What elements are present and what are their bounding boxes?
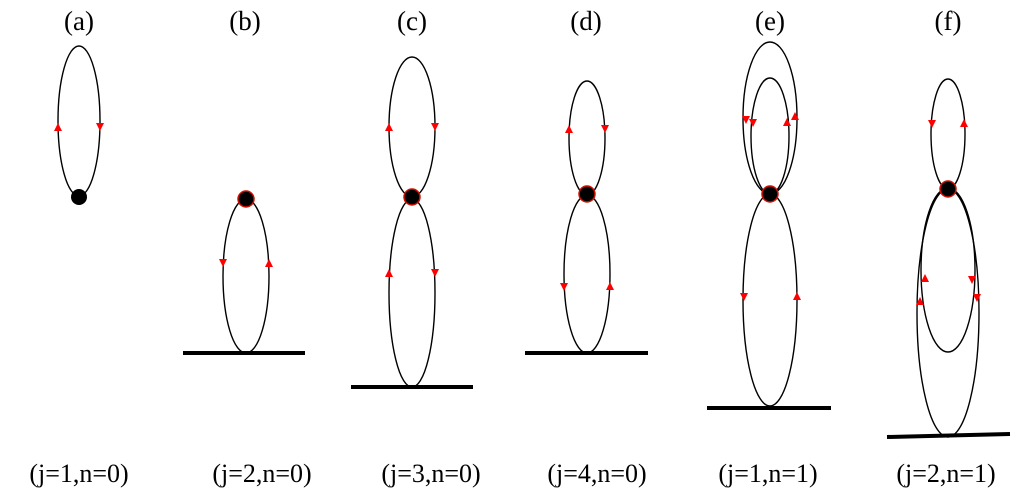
panel-d-node <box>578 185 596 203</box>
panel-a-caption: (j=1,n=0) <box>29 459 128 488</box>
panel-e-lower-arrow-up <box>793 292 801 300</box>
panel-a: (a) (j=1,n=0) <box>29 6 128 488</box>
panel-e-caption: (j=1,n=1) <box>718 459 817 488</box>
panel-a-letter: (a) <box>64 6 94 36</box>
panel-c-letter: (c) <box>397 6 427 36</box>
panel-c-lower-arrow-up <box>385 269 393 277</box>
panel-b-loop <box>222 198 270 354</box>
panel-a-arrow-down <box>96 123 104 131</box>
panel-f-inner-arrow-down <box>968 276 976 284</box>
panel-e-outer-arrow-down <box>742 116 750 124</box>
panel-d-lower-arrow-down <box>560 283 568 291</box>
panel-d-upper-arrow-up <box>565 125 573 133</box>
panel-b-arrow-up <box>265 259 273 267</box>
panel-b-caption: (j=2,n=0) <box>212 459 311 488</box>
panel-e-lower-arrow-down <box>740 293 748 301</box>
panel-e-lower-loop <box>742 193 798 407</box>
panel-c-upper-arrow-down <box>431 123 439 131</box>
panel-f-upper-arrow-down <box>928 120 936 128</box>
panel-f-base <box>886 432 1011 439</box>
panel-a-arrow-up <box>54 123 62 131</box>
panel-a-node <box>71 189 87 205</box>
panel-f-upper-arrow-up <box>960 119 968 127</box>
panel-e-letter: (e) <box>755 6 785 36</box>
panel-f-inner-arrow-up <box>921 274 929 282</box>
panel-c-node <box>403 188 421 206</box>
panel-f-upper-loop <box>930 78 966 190</box>
panel-f-inner-lower-loop <box>920 187 976 353</box>
panel-d-upper-loop <box>568 80 606 196</box>
panel-b: (b) (j=2,n=0) <box>183 6 312 488</box>
panel-e-node <box>761 185 779 203</box>
panel-c-upper-arrow-up <box>385 123 393 131</box>
panel-f-node <box>939 180 957 198</box>
panel-d-letter: (d) <box>570 6 601 36</box>
panel-c-caption: (j=3,n=0) <box>381 459 480 488</box>
panel-e: (e) (j=1,n=1) <box>707 6 831 488</box>
panel-d-lower-loop <box>563 194 611 354</box>
panel-d-upper-arrow-down <box>601 125 609 133</box>
panel-f-outer-lower-loop <box>916 188 980 438</box>
panel-f-outer-arrow-down <box>973 294 981 302</box>
panel-e-inner-arrow-up <box>783 118 791 126</box>
panel-e-inner-arrow-down <box>749 119 757 127</box>
panel-e-inner-upper-loop <box>750 77 790 195</box>
panel-f-outer-arrow-up <box>916 297 924 305</box>
panel-a-loop <box>57 45 101 197</box>
panel-c-lower-arrow-down <box>431 269 439 277</box>
panel-d: (d) (j=4,n=0) <box>525 6 648 488</box>
panel-d-lower-arrow-up <box>606 282 614 290</box>
panel-c: (c) (j=3,n=0) <box>351 6 481 488</box>
panel-f: (f) (j=2,n=1) <box>886 6 1011 488</box>
panel-f-caption: (j=2,n=1) <box>896 459 995 488</box>
panel-b-arrow-down <box>219 259 227 267</box>
panel-e-outer-upper-loop <box>742 41 798 195</box>
panel-c-lower-loop <box>388 198 436 388</box>
panel-c-upper-loop <box>388 56 436 198</box>
panel-b-letter: (b) <box>229 6 260 36</box>
panel-b-node <box>237 190 255 208</box>
panel-d-caption: (j=4,n=0) <box>547 459 646 488</box>
panel-e-outer-arrow-up <box>791 112 799 120</box>
panel-f-letter: (f) <box>935 6 962 36</box>
